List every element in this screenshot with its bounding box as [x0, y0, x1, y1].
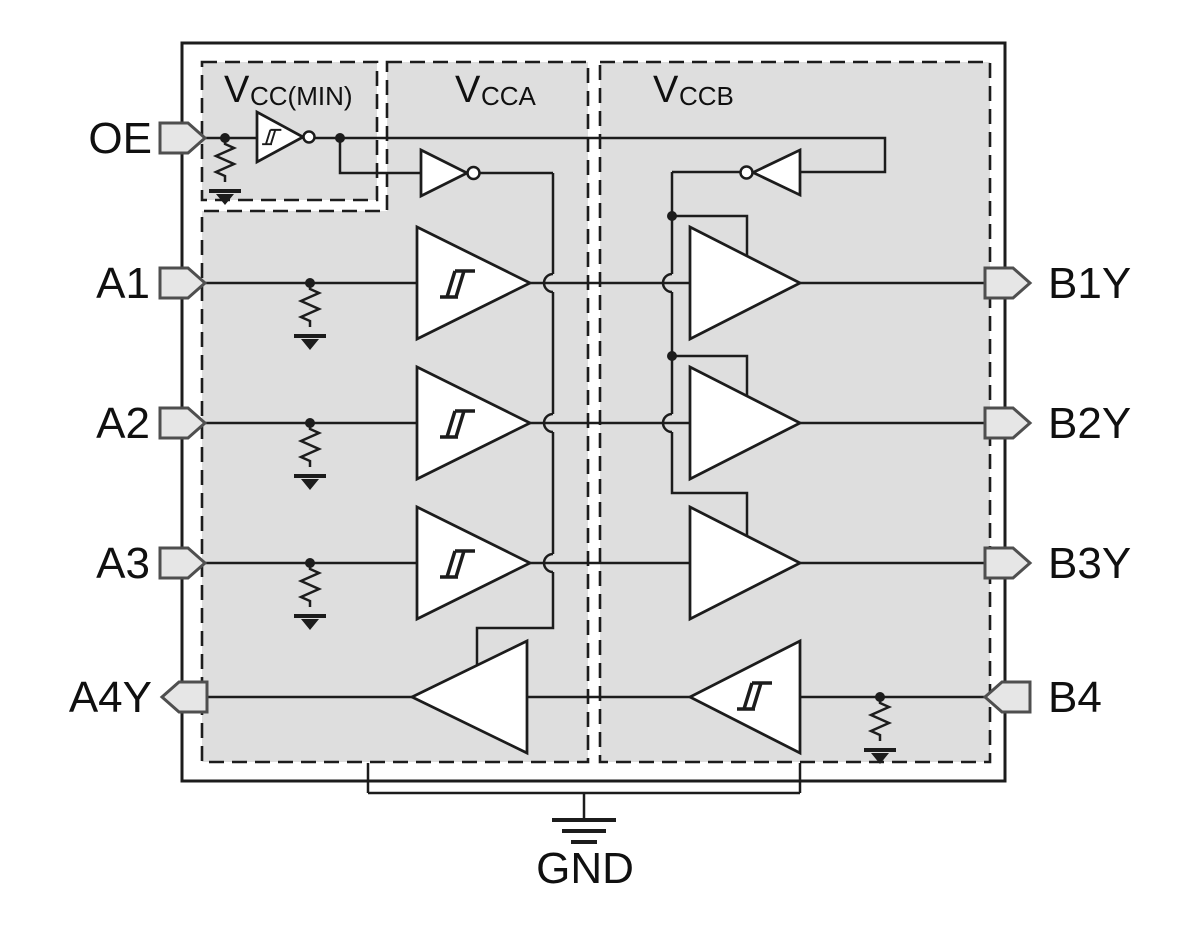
a1-pulldown-resistor [294, 283, 326, 350]
ground-bracket [366, 763, 802, 820]
junction-dots [220, 133, 885, 702]
a1-schmitt-buffer [415, 224, 534, 342]
b1y-pin-label: B1Y [1048, 259, 1131, 308]
b1y-pin [983, 266, 1033, 300]
a1-pin-label: A1 [96, 259, 150, 308]
a3-pin [158, 546, 208, 580]
gnd-label: GND [536, 844, 634, 893]
a4y-pin-label: A4Y [69, 673, 152, 722]
inverter-bubble [302, 130, 316, 144]
a4y-output-buffer [408, 638, 529, 756]
hysteresis-icon [737, 681, 772, 711]
nets [205, 136, 987, 844]
hysteresis-icon [440, 549, 475, 579]
vccb-label-sub: CCB [679, 81, 734, 111]
a2-pin [158, 406, 208, 440]
b4-pin [982, 680, 1032, 714]
hysteresis-icon [440, 409, 475, 439]
b4-pin-label: B4 [1048, 673, 1102, 722]
a1-pin [158, 266, 208, 300]
vccb-enable-inverter [749, 147, 802, 198]
hysteresis-icon [440, 269, 475, 299]
b2y-output-buffer [688, 364, 804, 482]
b3y-output-buffer [688, 504, 804, 622]
pulldown-resistors [209, 138, 896, 764]
ground-symbol [552, 818, 616, 844]
a4y-pin [159, 680, 209, 714]
b1y-output-buffer [688, 224, 804, 342]
a3-schmitt-buffer [415, 504, 534, 622]
oe-pin-label: OE [88, 114, 152, 163]
a3-pulldown-resistor [294, 563, 326, 630]
pins [158, 121, 1033, 714]
a2-pin-label: A2 [96, 399, 150, 448]
vcca-enable-inverter [419, 147, 471, 199]
oe-pulldown-resistor [209, 138, 241, 205]
oe-pin [158, 121, 208, 155]
vccb-label: V [653, 69, 679, 111]
oe-schmitt-inverter [255, 109, 306, 165]
vcca-label-sub: CCA [481, 81, 537, 111]
b4-schmitt-buffer [686, 638, 802, 756]
vcca-region [200, 60, 590, 764]
vcca-label: V [455, 69, 481, 111]
a3-pin-label: A3 [96, 539, 150, 588]
labels: V CC(MIN) V CCA V CCB OE A1 A2 A3 A4Y B1… [69, 69, 1131, 893]
a2-pulldown-resistor [294, 423, 326, 490]
hysteresis-icon [262, 128, 282, 146]
a2-schmitt-buffer [415, 364, 534, 482]
gates [255, 109, 804, 756]
inverter-bubble [739, 165, 754, 180]
vcc-min-label: V [224, 69, 250, 111]
b2y-pin-label: B2Y [1048, 399, 1131, 448]
b3y-pin-label: B3Y [1048, 539, 1131, 588]
b4-pulldown-resistor [864, 697, 896, 764]
inverter-bubble [466, 165, 481, 181]
oe-net [205, 136, 887, 175]
vcc-min-label-sub: CC(MIN) [250, 81, 353, 111]
power-domain-regions [200, 60, 992, 764]
b3y-pin [983, 546, 1033, 580]
b2y-pin [983, 406, 1033, 440]
